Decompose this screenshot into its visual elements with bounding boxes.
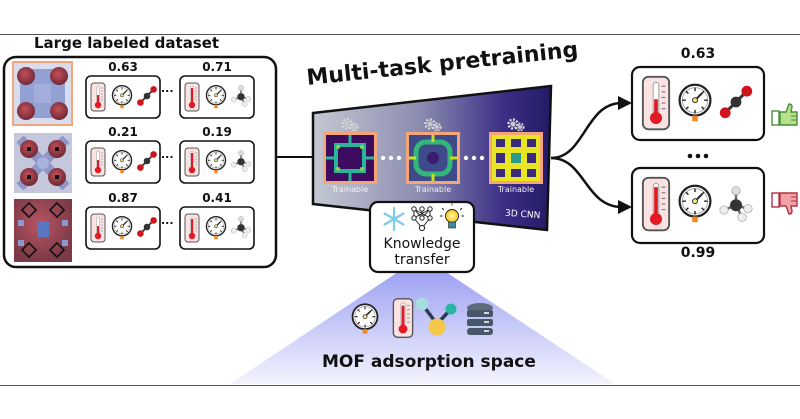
property-card	[85, 206, 161, 250]
thermometer-icon	[184, 82, 200, 112]
row-ellipsis: ...	[161, 82, 174, 95]
molecule-icon	[415, 297, 457, 336]
property-card	[85, 140, 161, 184]
knowledge-cone	[230, 272, 615, 384]
feature-map-2	[406, 132, 460, 184]
top-rule	[0, 34, 800, 35]
row-ellipsis: ...	[161, 214, 174, 227]
arrowhead	[618, 200, 632, 214]
mof-structure-3	[14, 199, 72, 262]
dataset-value: 0.41	[202, 191, 232, 205]
thermometer-icon	[184, 147, 200, 177]
layer-label: Trainable	[497, 185, 535, 194]
bottom-rule	[0, 385, 800, 386]
property-card	[85, 75, 161, 119]
thermometer-icon	[392, 298, 414, 338]
knowledge-transfer-line2: transfer	[394, 252, 450, 268]
neural-network-icon	[411, 206, 433, 232]
feature-map-3	[489, 132, 543, 184]
arrow-to-output-2	[550, 156, 623, 209]
mof-space-title: MOF adsorption space	[322, 352, 536, 372]
dataset-title: Large labeled dataset	[34, 34, 220, 52]
dataset-value: 0.21	[108, 125, 138, 139]
thumbs-up-icon	[771, 103, 798, 126]
property-card	[179, 206, 255, 250]
layer-label: Trainable	[331, 185, 369, 194]
mof-structure-2	[14, 133, 72, 193]
output-card-1	[630, 65, 766, 142]
dataset-value: 0.63	[108, 60, 138, 74]
arrowhead	[618, 96, 632, 110]
output-value: 0.63	[680, 46, 716, 62]
property-card	[179, 75, 255, 119]
database-icon	[467, 303, 493, 335]
output-card-2	[630, 166, 766, 245]
snowflake-icon	[383, 206, 405, 232]
layer-ellipsis	[380, 155, 485, 161]
lightbulb-icon	[440, 203, 464, 229]
thumbs-down-icon	[771, 192, 798, 215]
thermometer-icon	[641, 176, 671, 232]
arrow-to-output-1	[550, 101, 623, 160]
property-card	[179, 140, 255, 184]
thermometer-icon	[90, 213, 106, 243]
dataset-value: 0.87	[108, 191, 138, 205]
thermometer-icon	[184, 213, 200, 243]
mof-structure-1	[12, 61, 73, 126]
layer-label: Trainable	[414, 185, 452, 194]
feature-map-1	[323, 132, 377, 184]
thermometer-icon	[641, 75, 671, 131]
dataset-value: 0.71	[202, 60, 232, 74]
knowledge-transfer-line1: Knowledge	[383, 236, 461, 252]
output-value: 0.99	[680, 245, 716, 261]
outputs-ellipsis	[687, 153, 709, 159]
row-ellipsis: ...	[161, 148, 174, 161]
thermometer-icon	[90, 147, 106, 177]
knowledge-transfer-label: Knowledge transfer	[370, 236, 474, 268]
dataset-value: 0.19	[202, 125, 232, 139]
thermometer-icon	[90, 82, 106, 112]
